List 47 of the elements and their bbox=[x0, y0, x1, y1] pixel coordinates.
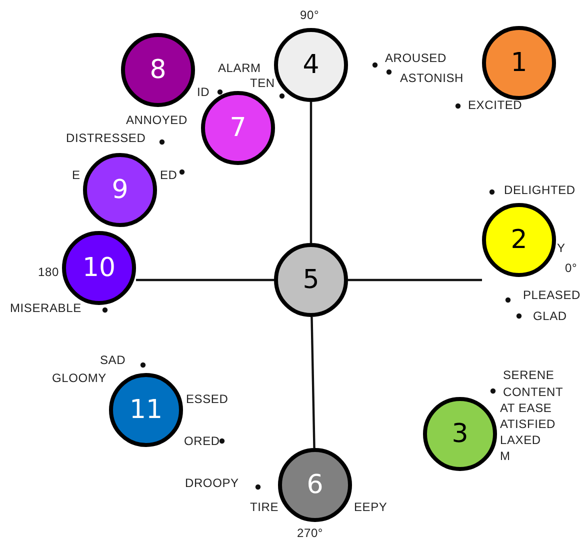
emotion-label: AROUSED bbox=[385, 51, 446, 65]
circle-number: 2 bbox=[510, 225, 528, 255]
emotion-label: ESSED bbox=[186, 392, 228, 406]
emotion-label: TEN bbox=[250, 76, 275, 90]
axis-line bbox=[310, 316, 316, 448]
emotion-label: DISTRESSED bbox=[66, 131, 146, 145]
emotion-label: MISERABLE bbox=[10, 301, 82, 315]
emotion-label: EEPY bbox=[354, 500, 388, 514]
emotion-label: 270° bbox=[297, 526, 324, 540]
emotion-label: 180 bbox=[38, 265, 59, 279]
circle-number: 9 bbox=[112, 175, 128, 205]
emotion-label: DROOPY bbox=[185, 476, 239, 490]
emotion-label: LAXED bbox=[500, 433, 541, 447]
circle-number: 3 bbox=[452, 419, 468, 449]
circle-number: 11 bbox=[129, 395, 163, 425]
emotion-label: ATISFIED bbox=[500, 417, 556, 431]
emotion-label: SERENE bbox=[503, 368, 554, 382]
emotion-label: ORED bbox=[184, 434, 220, 448]
emotion-label: PLEASED bbox=[523, 288, 580, 302]
emotion-label: DELIGHTED bbox=[504, 183, 576, 197]
circle-number: 1 bbox=[510, 48, 528, 78]
emotion-label: AT EASE bbox=[500, 401, 552, 415]
emotion-label: SAD bbox=[100, 353, 126, 367]
emotion-label: GLOOMY bbox=[52, 371, 106, 385]
emotion-label: ASTONISH bbox=[400, 71, 464, 85]
emotion-label: GLAD bbox=[533, 309, 567, 323]
axis-line bbox=[310, 102, 312, 243]
emotion-label: ID bbox=[197, 85, 210, 99]
emotion-label: ANNOYED bbox=[126, 113, 188, 127]
emotion-label: E bbox=[72, 168, 80, 182]
circle-number: 10 bbox=[82, 253, 116, 283]
emotion-label: Y bbox=[557, 241, 566, 255]
circle-number: 6 bbox=[306, 470, 324, 500]
emotion-label: 0° bbox=[565, 261, 578, 275]
emotion-label: EXCITED bbox=[468, 98, 522, 112]
emotion-label: TIRE bbox=[250, 500, 279, 514]
axis-line bbox=[136, 278, 274, 282]
axis-line bbox=[348, 278, 482, 282]
circle-number: 4 bbox=[302, 50, 320, 80]
emotion-label: CONTENT bbox=[503, 385, 564, 399]
emotion-label: ALARM bbox=[218, 61, 261, 75]
circle-number: 7 bbox=[230, 113, 246, 143]
circle-number: 8 bbox=[150, 55, 166, 85]
circle-number: 5 bbox=[302, 265, 320, 295]
emotion-label: 90° bbox=[300, 8, 320, 22]
emotion-label: ED bbox=[160, 168, 178, 182]
emotion-label: M bbox=[500, 449, 510, 463]
